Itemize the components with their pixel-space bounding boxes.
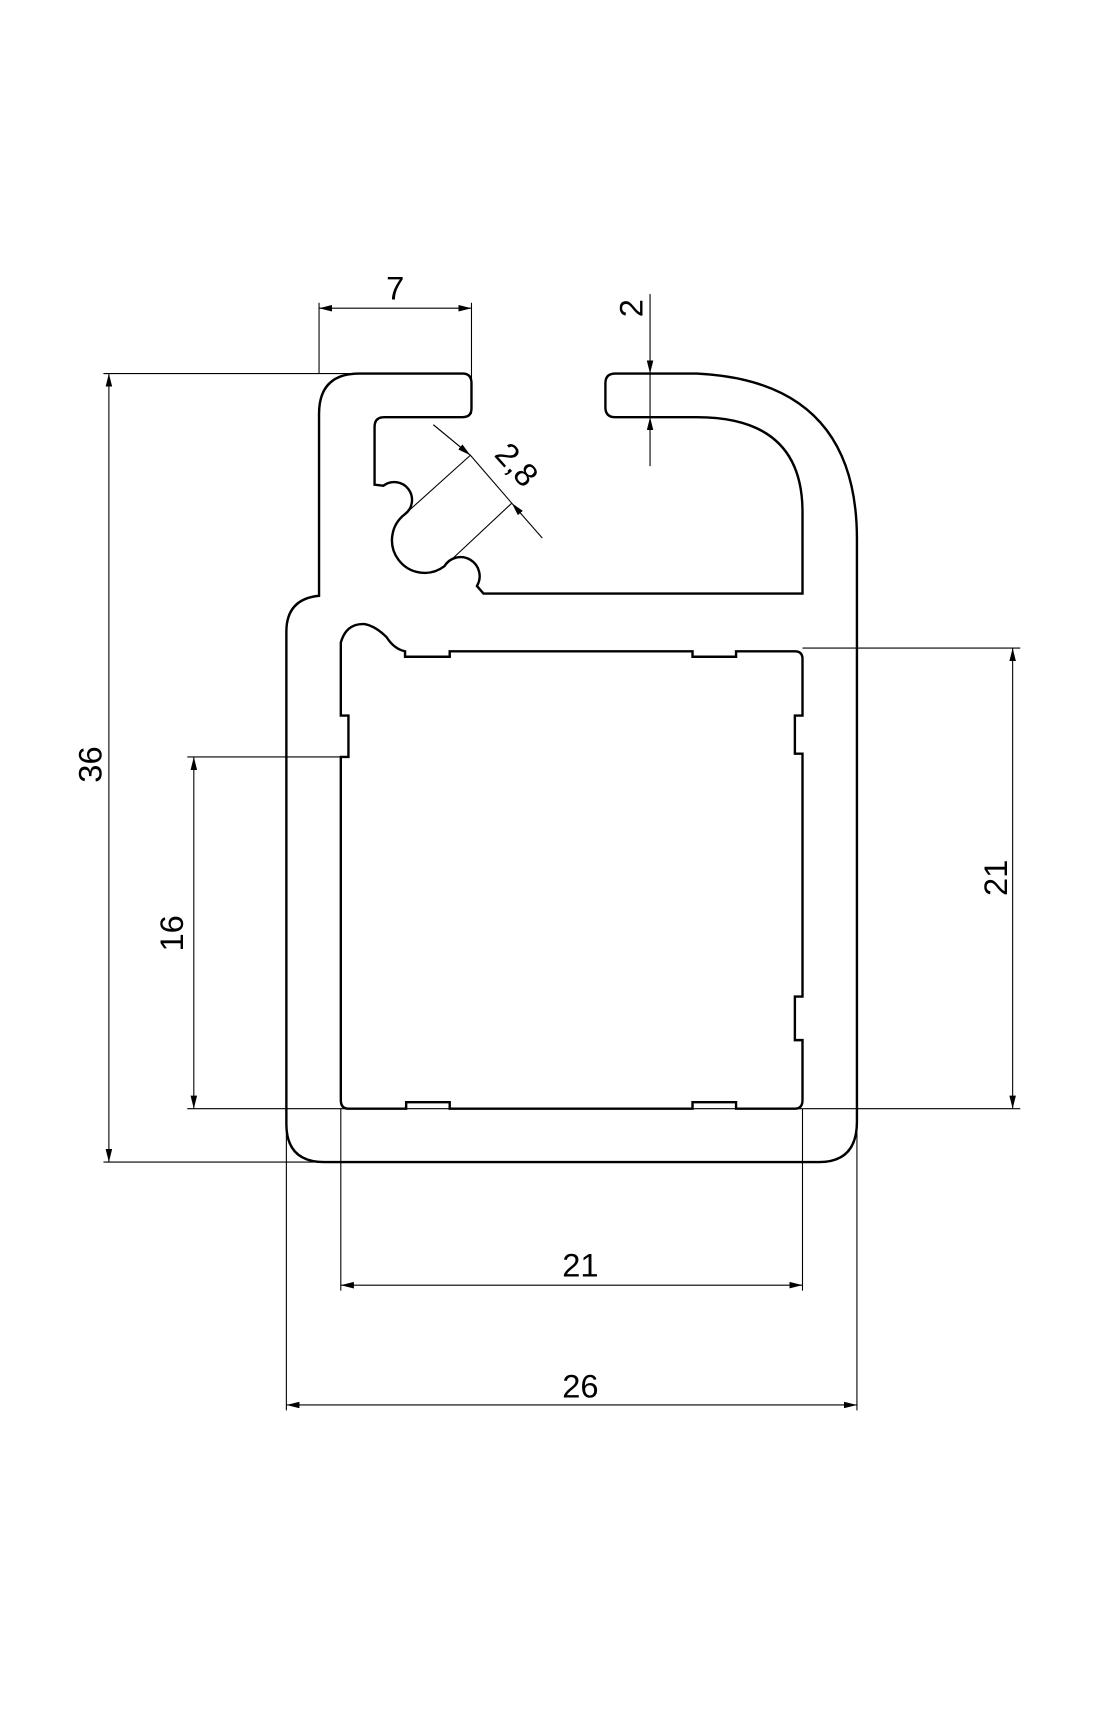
dimension-overall-width: 26 [285, 1121, 858, 1411]
dim-label-7: 7 [386, 270, 404, 307]
dim-label-2: 2 [612, 299, 649, 317]
dimension-overall-height: 36 [71, 373, 360, 1163]
dim-label-26: 26 [562, 1367, 598, 1404]
dim-label-36: 36 [71, 746, 108, 782]
dim-label-16: 16 [153, 915, 190, 951]
dim-label-21-horizontal: 21 [562, 1246, 598, 1283]
dimension-inner-width: 21 [340, 1108, 804, 1291]
inner-cavity [339, 622, 804, 1110]
profile-outline [285, 372, 859, 1164]
dimension-flange-width: 7 [318, 270, 473, 414]
dim-label-2-8: 2,8 [488, 435, 546, 494]
dim-label-21-vertical: 21 [977, 860, 1014, 896]
dimension-slot-width: 2,8 [404, 424, 546, 567]
dimension-side-height: 16 [153, 756, 1021, 1110]
dimension-inner-height: 21 [802, 647, 1021, 1109]
dimension-lip-thickness: 2 [612, 294, 654, 467]
